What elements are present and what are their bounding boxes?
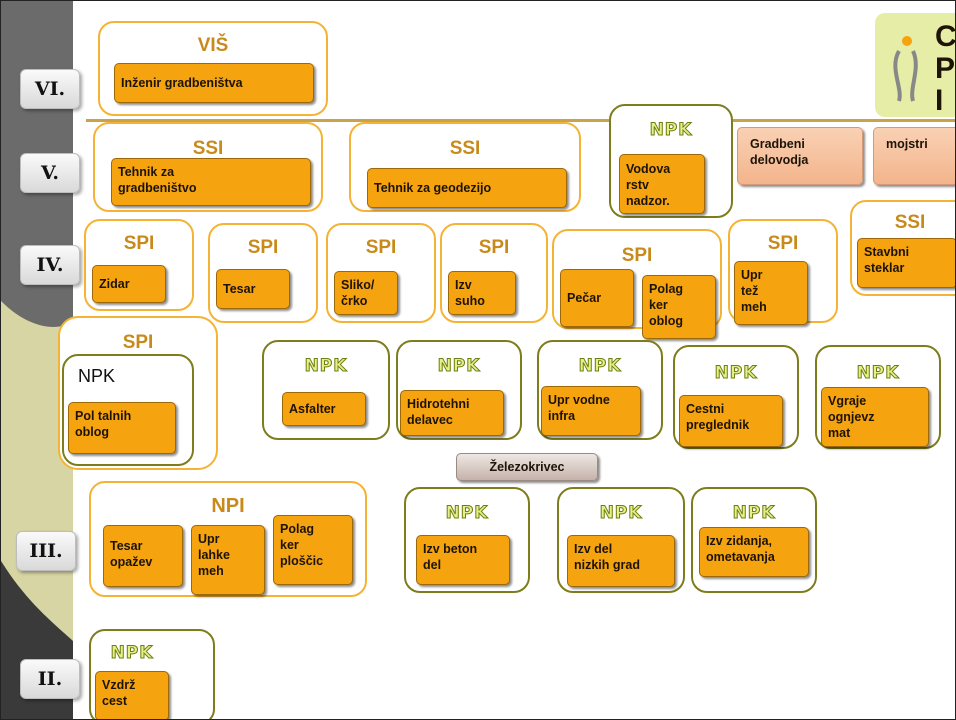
level-5-button[interactable]: V.	[20, 153, 80, 193]
spi-card[interactable]: Zidar	[92, 265, 166, 303]
npk-card[interactable]: Izv zidanja, ometavanja	[699, 527, 809, 577]
spi-group-pol-talnih: SPI NPK Pol talnih oblog	[58, 316, 218, 470]
level-4-button[interactable]: IV.	[20, 245, 80, 285]
npk-card[interactable]: Izv del nizkih grad	[567, 535, 675, 587]
npk-card[interactable]: Asfalter	[282, 392, 366, 426]
ssi-group-3: SSI Stavbni steklar	[850, 200, 955, 296]
spi-group-zidar: SPI Zidar	[84, 219, 194, 311]
spi-card-pecar[interactable]: Pečar	[560, 269, 634, 327]
spi-card[interactable]: Upr tež meh	[734, 261, 808, 325]
npi-group: NPI Tesar opažev Upr lahke meh Polag ker…	[89, 481, 367, 597]
npk-tag: NPK	[445, 503, 489, 524]
npk-card[interactable]: Cestni preglednik	[679, 395, 783, 447]
npk-group-vzdrz: NPK Vzdrž cest	[89, 629, 215, 719]
logo-letters: CPI	[935, 20, 956, 117]
spi-tag: SPI	[478, 237, 510, 258]
spi-card[interactable]: Tesar	[216, 269, 290, 309]
ssi-card[interactable]: Stavbni steklar	[857, 238, 955, 288]
spi-tag: SPI	[621, 245, 653, 266]
npk-inner-label: NPK	[78, 366, 116, 386]
ssi-tag: SSI	[192, 138, 224, 159]
npk-group-nizkih: NPK Izv del nizkih grad	[557, 487, 685, 593]
npk-tag: NPK	[714, 363, 758, 384]
spi-card-polag[interactable]: Polag ker oblog	[642, 275, 716, 339]
npk-tag: NPK	[732, 503, 776, 524]
vis-tag: VIŠ	[197, 35, 229, 56]
npi-card-polag[interactable]: Polag ker ploščic	[273, 515, 353, 585]
spi-group-upr-tez: SPI Upr tež meh	[728, 219, 838, 325]
npk-card[interactable]: Vodova rstv nadzor.	[619, 154, 705, 214]
spi-tag: SPI	[247, 237, 279, 258]
npk-card[interactable]: Vgraje ognjevz mat	[821, 387, 929, 447]
spi-group-suho: SPI Izv suho	[440, 223, 548, 323]
npk-tag: NPK	[304, 356, 348, 377]
npk-tag: NPK	[649, 120, 693, 141]
level-6-button[interactable]: VI.	[20, 69, 80, 109]
gradbeni-delovodja-card[interactable]: Gradbeni delovodja	[737, 127, 863, 185]
npi-card-tesar[interactable]: Tesar opažev	[103, 525, 183, 587]
npk-group-vodne: NPK Upr vodne infra	[537, 340, 663, 440]
npk-tag: NPK	[110, 643, 154, 664]
npk-group-asfalter: NPK Asfalter	[262, 340, 390, 440]
mojstri-card[interactable]: mojstri	[873, 127, 955, 185]
ssi-tag: SSI	[449, 138, 481, 159]
logo-figure-icon	[893, 36, 918, 102]
npk-card[interactable]: Izv beton del	[416, 535, 510, 585]
npk-group-zidanja: NPK Izv zidanja, ometavanja	[691, 487, 817, 593]
spi-card[interactable]: Izv suho	[448, 271, 516, 315]
npk-tag: NPK	[437, 356, 481, 377]
ssi-card[interactable]: Tehnik za gradbeništvo	[111, 158, 311, 206]
npk-card[interactable]: Hidrotehni delavec	[400, 390, 504, 436]
spi-tag: SPI	[123, 233, 155, 254]
spi-card[interactable]: Sliko/ črko	[334, 271, 398, 315]
npk-group-nadzor: NPK Vodova rstv nadzor.	[609, 104, 733, 218]
spi-group-slikopleskar: SPI Sliko/ črko	[326, 223, 436, 323]
ssi-card[interactable]: Tehnik za geodezijo	[367, 168, 567, 208]
vis-group: VIŠ Inženir gradbeništva	[98, 21, 328, 116]
npk-group-beton: NPK Izv beton del	[404, 487, 530, 593]
npk-inner-group: NPK Pol talnih oblog	[62, 354, 194, 466]
ssi-group-2: SSI Tehnik za geodezijo	[349, 122, 581, 212]
level-separator	[86, 119, 955, 122]
spi-group-pecar: SPI Pečar Polag ker oblog	[552, 229, 722, 339]
npk-tag: NPK	[856, 363, 900, 384]
zelezokrivec-card[interactable]: Železokrivec	[456, 453, 598, 481]
npi-tag: NPI	[211, 495, 245, 517]
npk-card[interactable]: Vzdrž cest	[95, 671, 169, 719]
npk-group-cestni: NPK Cestni preglednik	[673, 345, 799, 449]
npi-card-upr[interactable]: Upr lahke meh	[191, 525, 265, 595]
level-2-button[interactable]: II.	[20, 659, 80, 699]
spi-tag: SPI	[767, 233, 799, 254]
vis-card[interactable]: Inženir gradbeništva	[114, 63, 314, 103]
spi-tag: SPI	[365, 237, 397, 258]
ssi-group-1: SSI Tehnik za gradbeništvo	[93, 122, 323, 212]
level-3-button[interactable]: III.	[16, 531, 76, 571]
ssi-tag: SSI	[894, 212, 926, 233]
npk-group-ognjevz: NPK Vgraje ognjevz mat	[815, 345, 941, 449]
spi-tag: SPI	[122, 332, 154, 353]
npk-tag: NPK	[599, 503, 643, 524]
npk-card[interactable]: Pol talnih oblog	[68, 402, 176, 454]
logo: CPI	[875, 13, 956, 117]
npk-tag: NPK	[578, 356, 622, 377]
npk-group-hidrotehni: NPK Hidrotehni delavec	[396, 340, 522, 440]
spi-group-tesar: SPI Tesar	[208, 223, 318, 323]
npk-card[interactable]: Upr vodne infra	[541, 386, 641, 436]
